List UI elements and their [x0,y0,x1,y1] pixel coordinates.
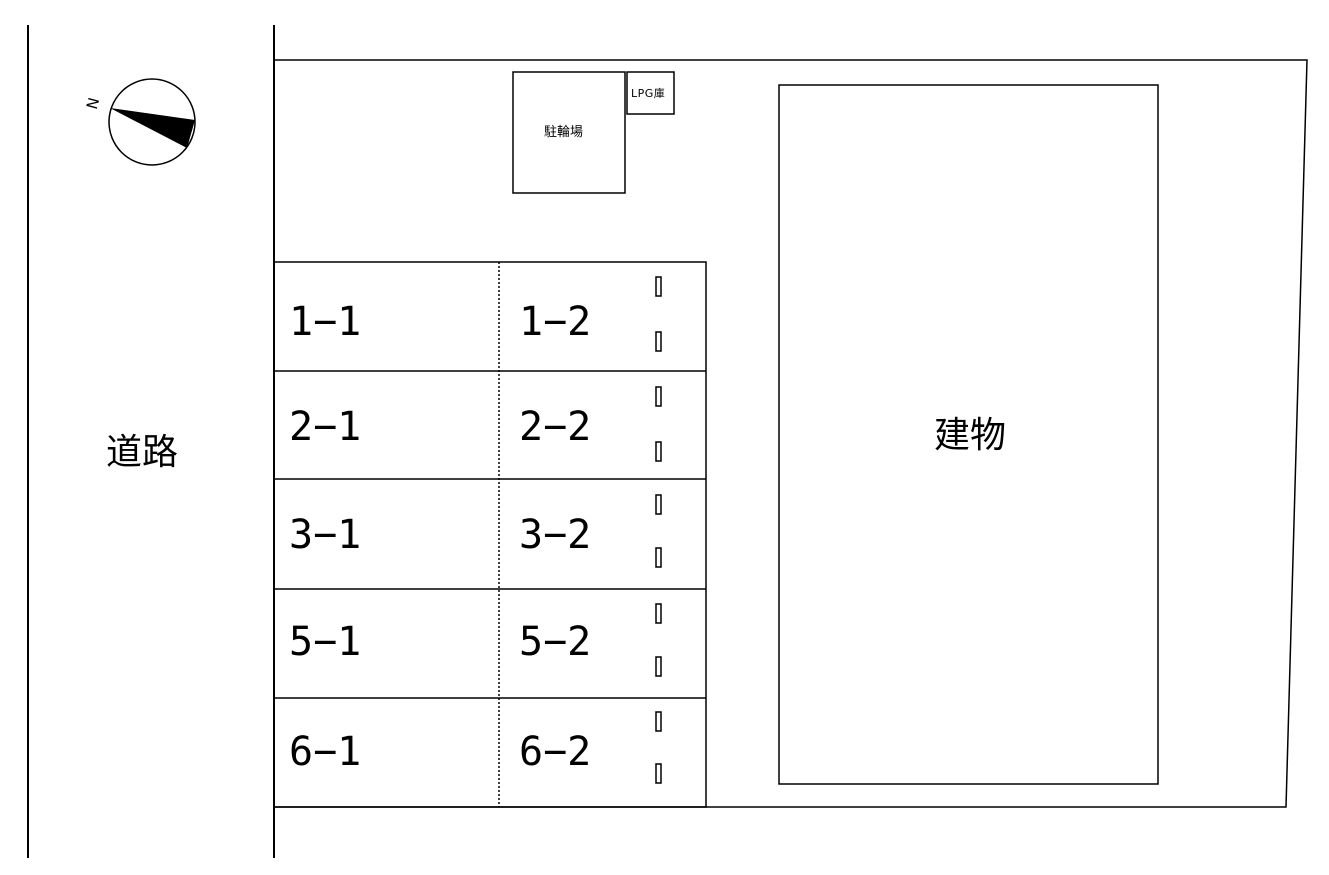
parking-space-label: 2−2 [519,404,592,450]
wheel-stop-icon [655,441,662,462]
bicycle-parking-area [512,71,626,194]
wheel-stop-icon [655,603,662,624]
parking-space-label: 6−1 [289,729,362,775]
bicycle-parking-label: 駐輪場 [544,125,584,140]
parking-space-label: 1−2 [519,299,592,345]
parking-space-label: 5−1 [289,619,362,665]
wheel-stop-icon [655,711,662,732]
parking-space-label: 2−1 [289,404,362,450]
lpg-storage-label: LPG庫 [631,87,666,100]
lpg-storage-area [626,71,675,115]
wheel-stop-icon [655,386,662,407]
parking-space-label: 3−2 [519,512,592,558]
property-boundary [274,59,1308,808]
road-label: 道路 [106,432,179,473]
wheel-stop-icon [655,276,662,297]
wheel-stop-icon [655,547,662,568]
wheel-stop-icon [655,763,662,784]
building-label: 建物 [934,415,1007,456]
parking-space-label: 5−2 [519,619,592,665]
building-area [778,84,1159,785]
parking-space-label: 1−1 [289,299,362,345]
compass-icon [108,78,196,166]
wheel-stops [655,276,662,784]
wheel-stop-icon [655,656,662,677]
parking-space-label: 3−1 [289,512,362,558]
wheel-stop-icon [655,494,662,515]
parking-lot [273,261,707,808]
wheel-stop-icon [655,331,662,352]
parking-space-label: 6−2 [519,729,592,775]
